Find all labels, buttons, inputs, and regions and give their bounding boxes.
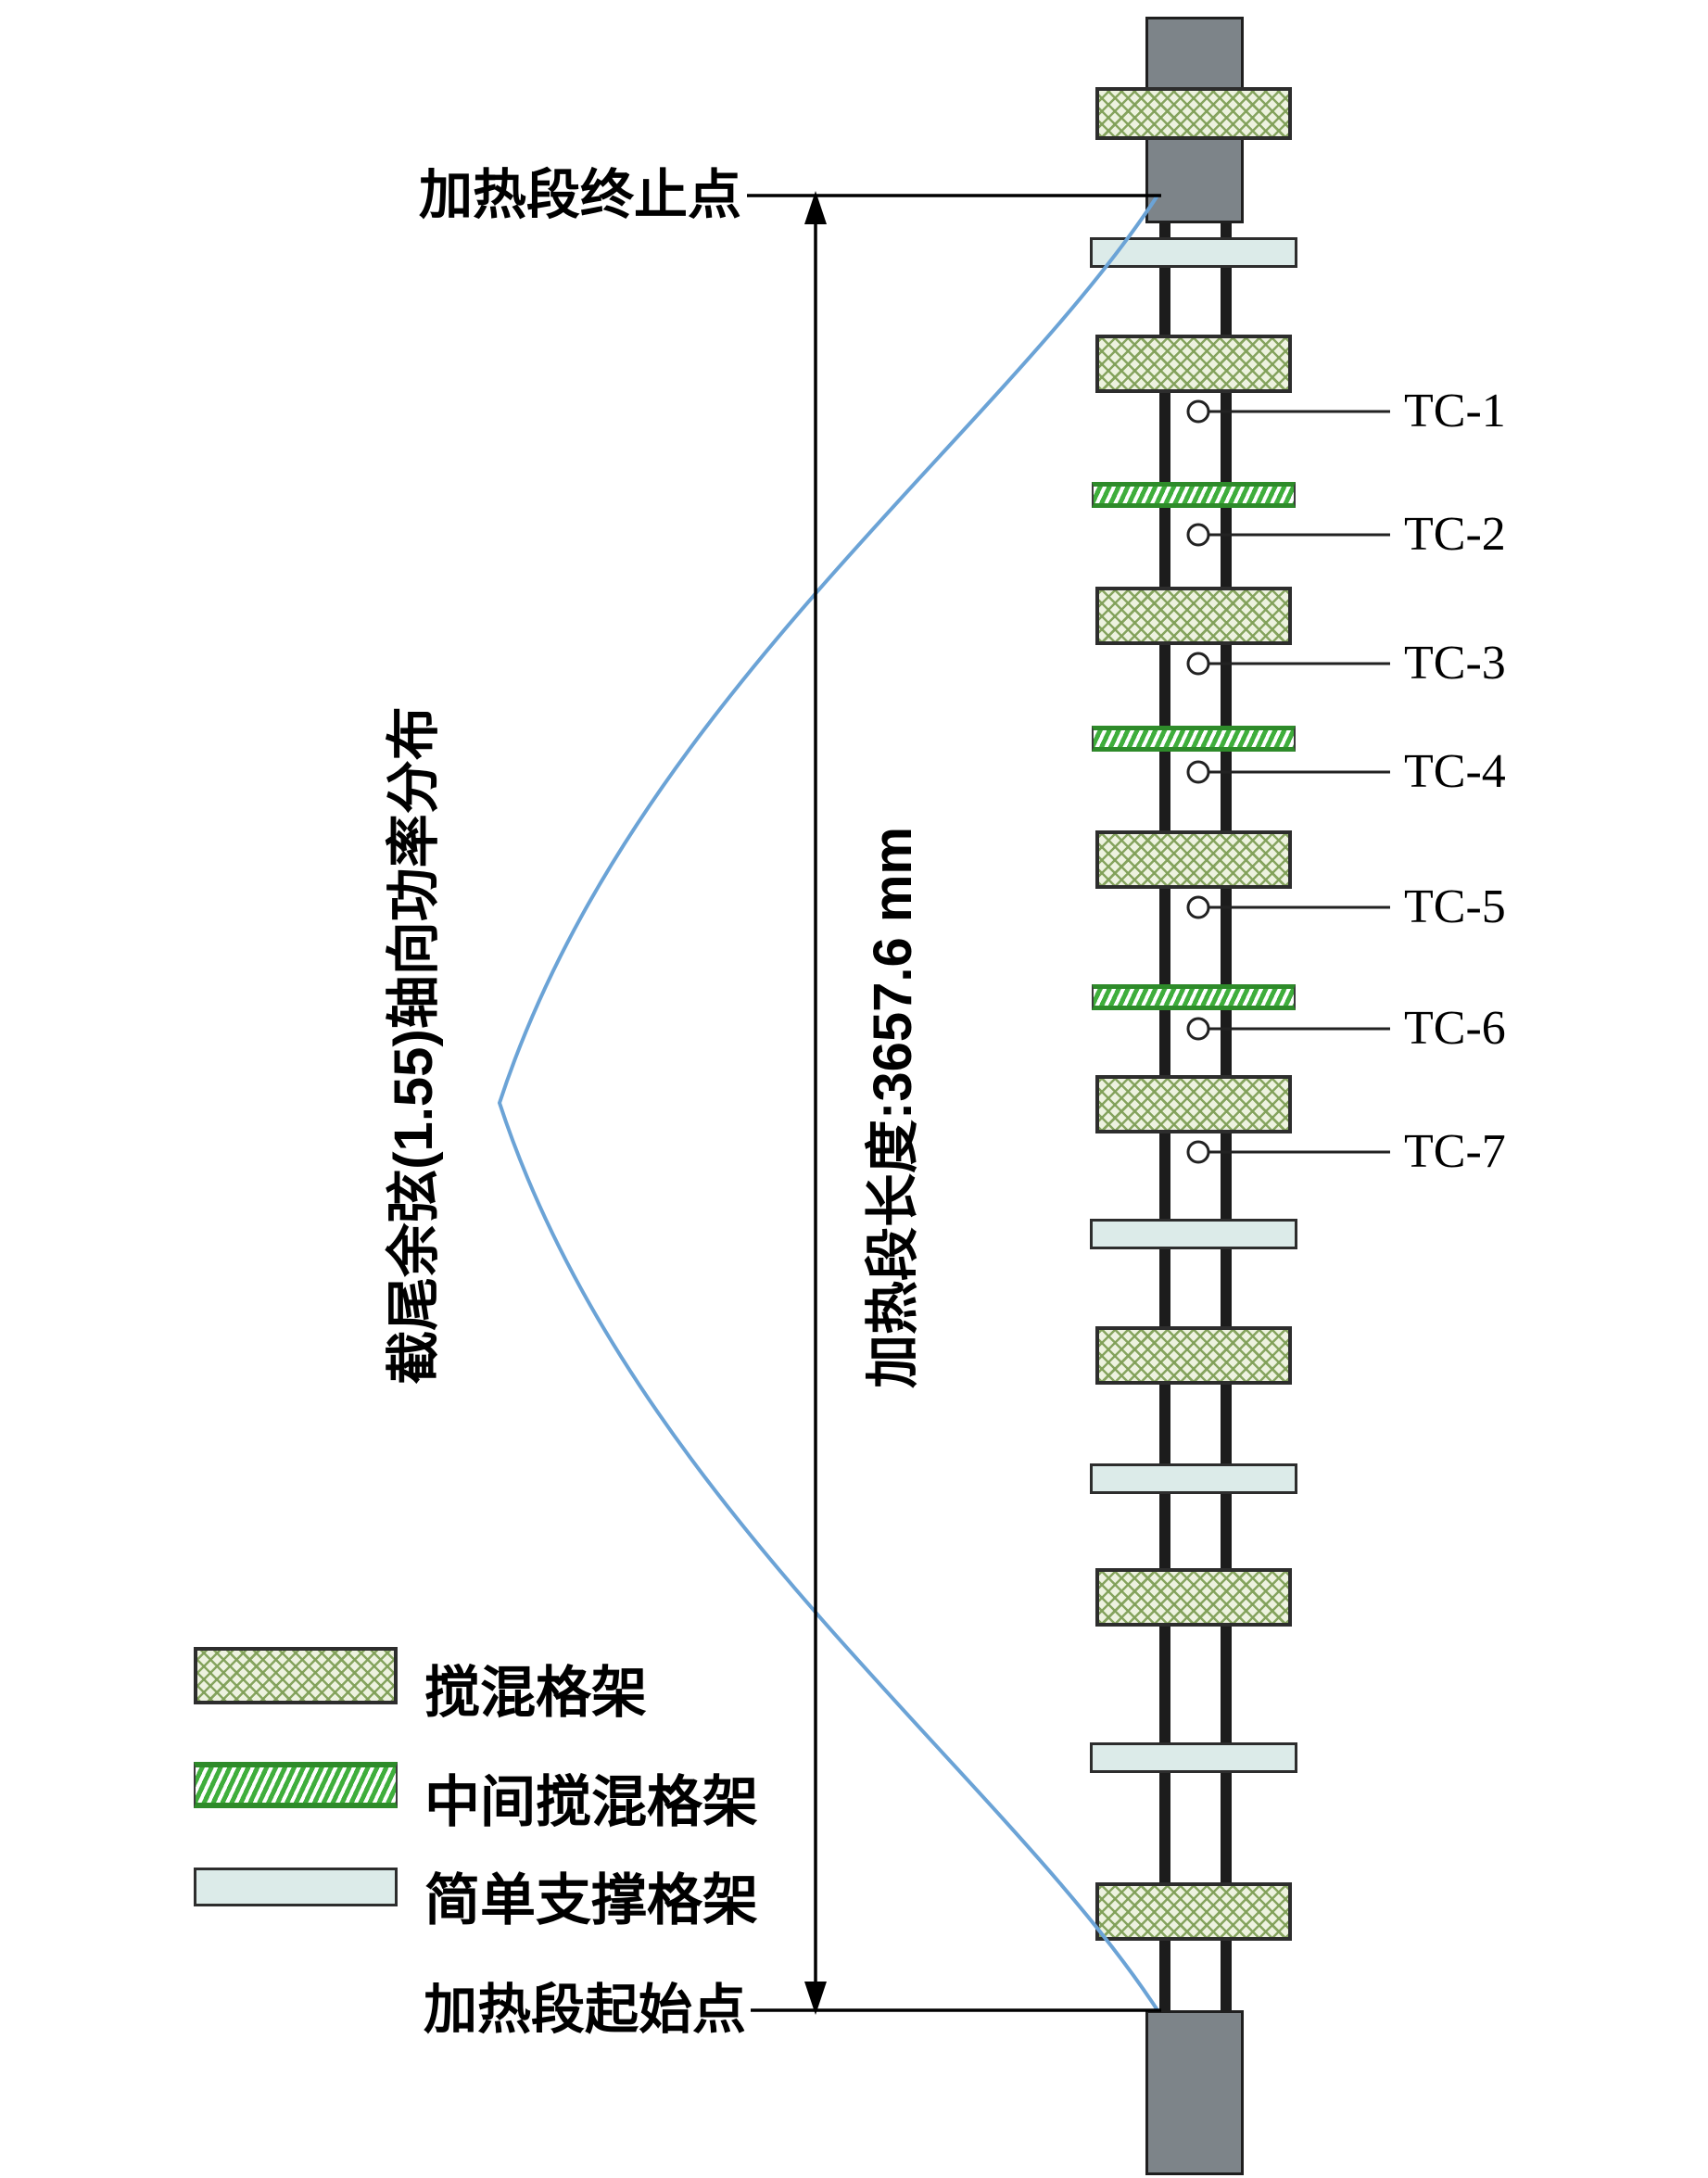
tc-2-marker [1186,523,1210,547]
mixing-grid-1 [1095,87,1292,140]
axial-power-curve [497,194,1159,2012]
axial-power-distribution-label: 截尾余弦(1.55)轴向功率分布 [384,706,444,1385]
simple-support-grid-2 [1090,1219,1297,1249]
tc-7-marker [1186,1140,1210,1164]
tc-5-marker [1186,895,1210,919]
dimension-arrowhead-top [804,191,827,224]
bottom-end-block [1145,2010,1244,2175]
tc-3-marker [1186,652,1210,676]
intermediate-mixing-grid-3 [1092,984,1296,1010]
tc-3-label: TC-3 [1404,637,1506,690]
intermediate-mixing-grid-2 [1092,726,1296,752]
heated-length-label: 加热段长度:3657.6 mm [863,827,923,1388]
legend-mixing-grid-swatch [194,1647,398,1704]
tc-6-label: TC-6 [1404,1002,1506,1055]
simple-support-grid-3 [1090,1463,1297,1494]
mixing-grid-3 [1095,587,1292,645]
legend-simple-support-grid-swatch [194,1868,398,1906]
mixing-grid-7 [1095,1568,1292,1627]
mixing-grid-5 [1095,1075,1292,1133]
legend-intermediate-mixing-grid-swatch [194,1762,398,1808]
mixing-grid-4 [1095,830,1292,889]
legend-intermediate-mixing-grid-label: 中间搅混格架 [424,1771,758,1833]
tc-4-marker [1186,760,1210,784]
tc-2-label: TC-2 [1404,508,1506,561]
heated-start-label: 加热段起始点 [423,1980,746,2040]
legend-simple-support-grid-label: 简单支撑格架 [424,1869,758,1931]
intermediate-mixing-grid-1 [1092,482,1296,508]
tc-7-label: TC-7 [1404,1125,1506,1178]
heated-end-label: 加热段终止点 [418,165,741,225]
legend-mixing-grid-label: 搅混格架 [424,1662,647,1724]
dimension-arrowhead-bottom [804,1982,827,2015]
tc-1-marker [1186,399,1210,424]
simple-support-grid-4 [1090,1742,1297,1773]
mixing-grid-8 [1095,1882,1292,1941]
mixing-grid-6 [1095,1326,1292,1385]
mixing-grid-2 [1095,335,1292,393]
tc-6-marker [1186,1017,1210,1041]
tc-4-label: TC-4 [1404,745,1506,798]
tc-1-label: TC-1 [1404,385,1506,437]
tc-5-label: TC-5 [1404,880,1506,933]
